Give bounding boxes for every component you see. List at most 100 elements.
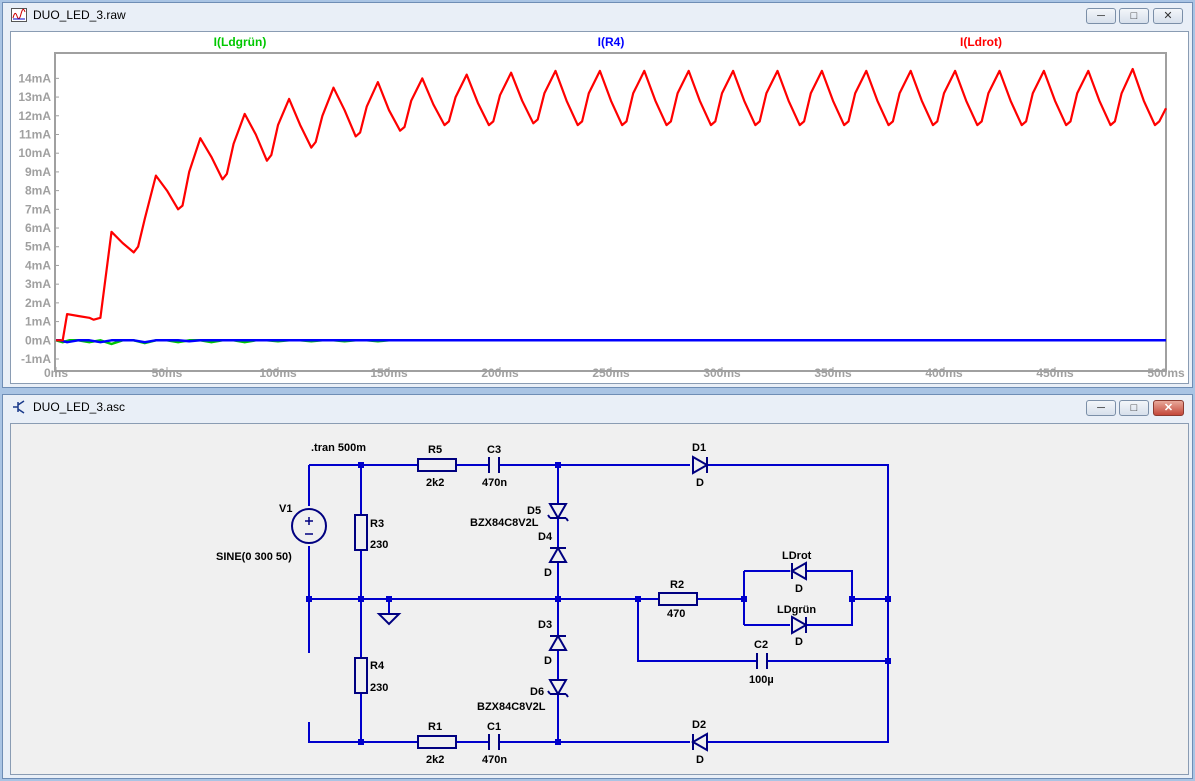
- c3-value: 470n: [482, 477, 507, 489]
- d6-value: BZX84C8V2L: [477, 701, 546, 713]
- close-button[interactable]: ✕: [1153, 8, 1183, 24]
- series-group: [55, 67, 1167, 346]
- y-tick-label: 2mA: [25, 296, 51, 310]
- ldrot-name: LDrot: [782, 550, 812, 562]
- minimize-button[interactable]: ─: [1086, 8, 1116, 24]
- c3-name: C3: [487, 444, 501, 456]
- close-button[interactable]: ✕: [1153, 400, 1184, 416]
- x-tick-label: 200ms: [481, 366, 519, 380]
- d6-name: D6: [530, 686, 544, 698]
- c1-symbol: [488, 734, 500, 750]
- close-icon: ✕: [1163, 10, 1173, 22]
- x-tick-label: 350ms: [814, 366, 852, 380]
- schematic-window-title: DUO_LED_3.asc: [33, 400, 126, 414]
- r5-value: 2k2: [426, 477, 444, 489]
- y-tick-label: 5mA: [25, 240, 51, 254]
- r4-value: 230: [370, 682, 388, 694]
- d5-value: BZX84C8V2L: [470, 517, 539, 529]
- r4-name: R4: [370, 660, 385, 672]
- legend-r4[interactable]: I(R4): [598, 35, 625, 49]
- d4-symbol: [548, 545, 568, 563]
- legend-ldrot[interactable]: I(Ldrot): [960, 35, 1002, 49]
- waveform-icon: [11, 8, 27, 22]
- c2-symbol: [756, 653, 768, 669]
- minimize-button[interactable]: ─: [1086, 400, 1116, 416]
- maximize-icon: □: [1130, 10, 1138, 22]
- d4-value: D: [544, 567, 552, 579]
- v1-value: SINE(0 300 50): [216, 551, 292, 563]
- ldgruen-name: LDgrün: [777, 604, 816, 616]
- ldrot-symbol: [789, 561, 807, 581]
- y-tick-label: 12mA: [18, 109, 51, 123]
- x-tick-label: 500ms: [1147, 366, 1185, 380]
- r1-value: 2k2: [426, 754, 444, 766]
- schematic-canvas[interactable]: .tran 500m V1 SINE(0 300 50) R3 230 R4 2…: [10, 423, 1189, 775]
- d1-symbol: [692, 455, 710, 475]
- r2-symbol: [658, 592, 698, 606]
- c1-name: C1: [487, 721, 501, 733]
- series-line-1[interactable]: [56, 339, 1166, 344]
- x-tick-label: 300ms: [703, 366, 741, 380]
- ldgruen-value: D: [795, 636, 803, 648]
- x-tick-label: 400ms: [925, 366, 963, 380]
- plot-window-title: DUO_LED_3.raw: [33, 8, 126, 22]
- tran-directive: .tran 500m: [311, 442, 366, 454]
- d2-value: D: [696, 754, 704, 766]
- r3-name: R3: [370, 518, 384, 530]
- maximize-button[interactable]: □: [1119, 400, 1149, 416]
- plot-titlebar[interactable]: DUO_LED_3.raw ─ □ ✕: [3, 3, 1192, 27]
- r1-symbol: [417, 735, 457, 749]
- x-tick-label: 450ms: [1036, 366, 1074, 380]
- schematic-window[interactable]: DUO_LED_3.asc ─ □ ✕: [2, 394, 1193, 779]
- legend-ldgruen[interactable]: I(Ldgrün): [214, 35, 267, 49]
- y-tick-label: 14mA: [18, 71, 51, 85]
- y-tick-label: 6mA: [25, 221, 51, 235]
- x-tick-label: 50ms: [152, 366, 183, 380]
- r4-symbol: [354, 657, 368, 694]
- minimize-icon: ─: [1097, 10, 1105, 22]
- d3-name: D3: [538, 619, 552, 631]
- y-tick-label: 13mA: [18, 90, 51, 104]
- d1-value: D: [696, 477, 704, 489]
- y-tick-label: -1mA: [21, 352, 51, 366]
- transistor-icon: [13, 400, 25, 414]
- maximize-button[interactable]: □: [1119, 8, 1149, 24]
- components: [291, 455, 809, 752]
- ldgruen-symbol: [791, 615, 809, 635]
- c1-value: 470n: [482, 754, 507, 766]
- close-icon: ✕: [1163, 402, 1174, 414]
- y-axis-ticks: -1mA0mA1mA2mA3mA4mA5mA6mA7mA8mA9mA10mA11…: [18, 71, 59, 366]
- series-line-2[interactable]: [56, 67, 1167, 342]
- d2-symbol: [690, 732, 708, 752]
- maximize-icon: □: [1130, 402, 1138, 414]
- y-tick-label: 3mA: [25, 277, 51, 291]
- schematic-titlebar[interactable]: DUO_LED_3.asc ─ □ ✕: [3, 395, 1192, 419]
- d5-symbol: [547, 503, 569, 522]
- plot-window[interactable]: DUO_LED_3.raw ─ □ ✕ I(Ldgrün) I(R4) I(Ld…: [2, 2, 1193, 388]
- waveform-plot[interactable]: I(Ldgrün) I(R4) I(Ldrot) -1mA0mA1mA2mA3m…: [11, 32, 1189, 384]
- r2-value: 470: [667, 608, 685, 620]
- c3-symbol: [488, 457, 500, 473]
- d3-symbol: [548, 633, 568, 651]
- y-tick-label: 11mA: [19, 127, 51, 141]
- x-tick-label: 250ms: [592, 366, 630, 380]
- r5-name: R5: [428, 444, 442, 456]
- y-tick-label: 10mA: [18, 146, 51, 160]
- d5-name: D5: [527, 505, 541, 517]
- d6-symbol: [547, 679, 569, 698]
- minimize-icon: ─: [1097, 402, 1105, 414]
- junctions: [306, 462, 891, 745]
- v1-name: V1: [279, 503, 292, 515]
- r3-value: 230: [370, 539, 388, 551]
- x-tick-label: 150ms: [370, 366, 408, 380]
- y-tick-label: 9mA: [25, 165, 51, 179]
- r5-symbol: [417, 458, 457, 472]
- r3-symbol: [354, 514, 368, 551]
- y-tick-label: 4mA: [25, 258, 51, 272]
- y-tick-label: 7mA: [25, 202, 51, 216]
- c2-value: 100µ: [749, 674, 774, 686]
- schematic-drawing[interactable]: .tran 500m V1 SINE(0 300 50) R3 230 R4 2…: [11, 424, 1189, 776]
- y-tick-label: 8mA: [25, 184, 51, 198]
- d2-name: D2: [692, 719, 706, 731]
